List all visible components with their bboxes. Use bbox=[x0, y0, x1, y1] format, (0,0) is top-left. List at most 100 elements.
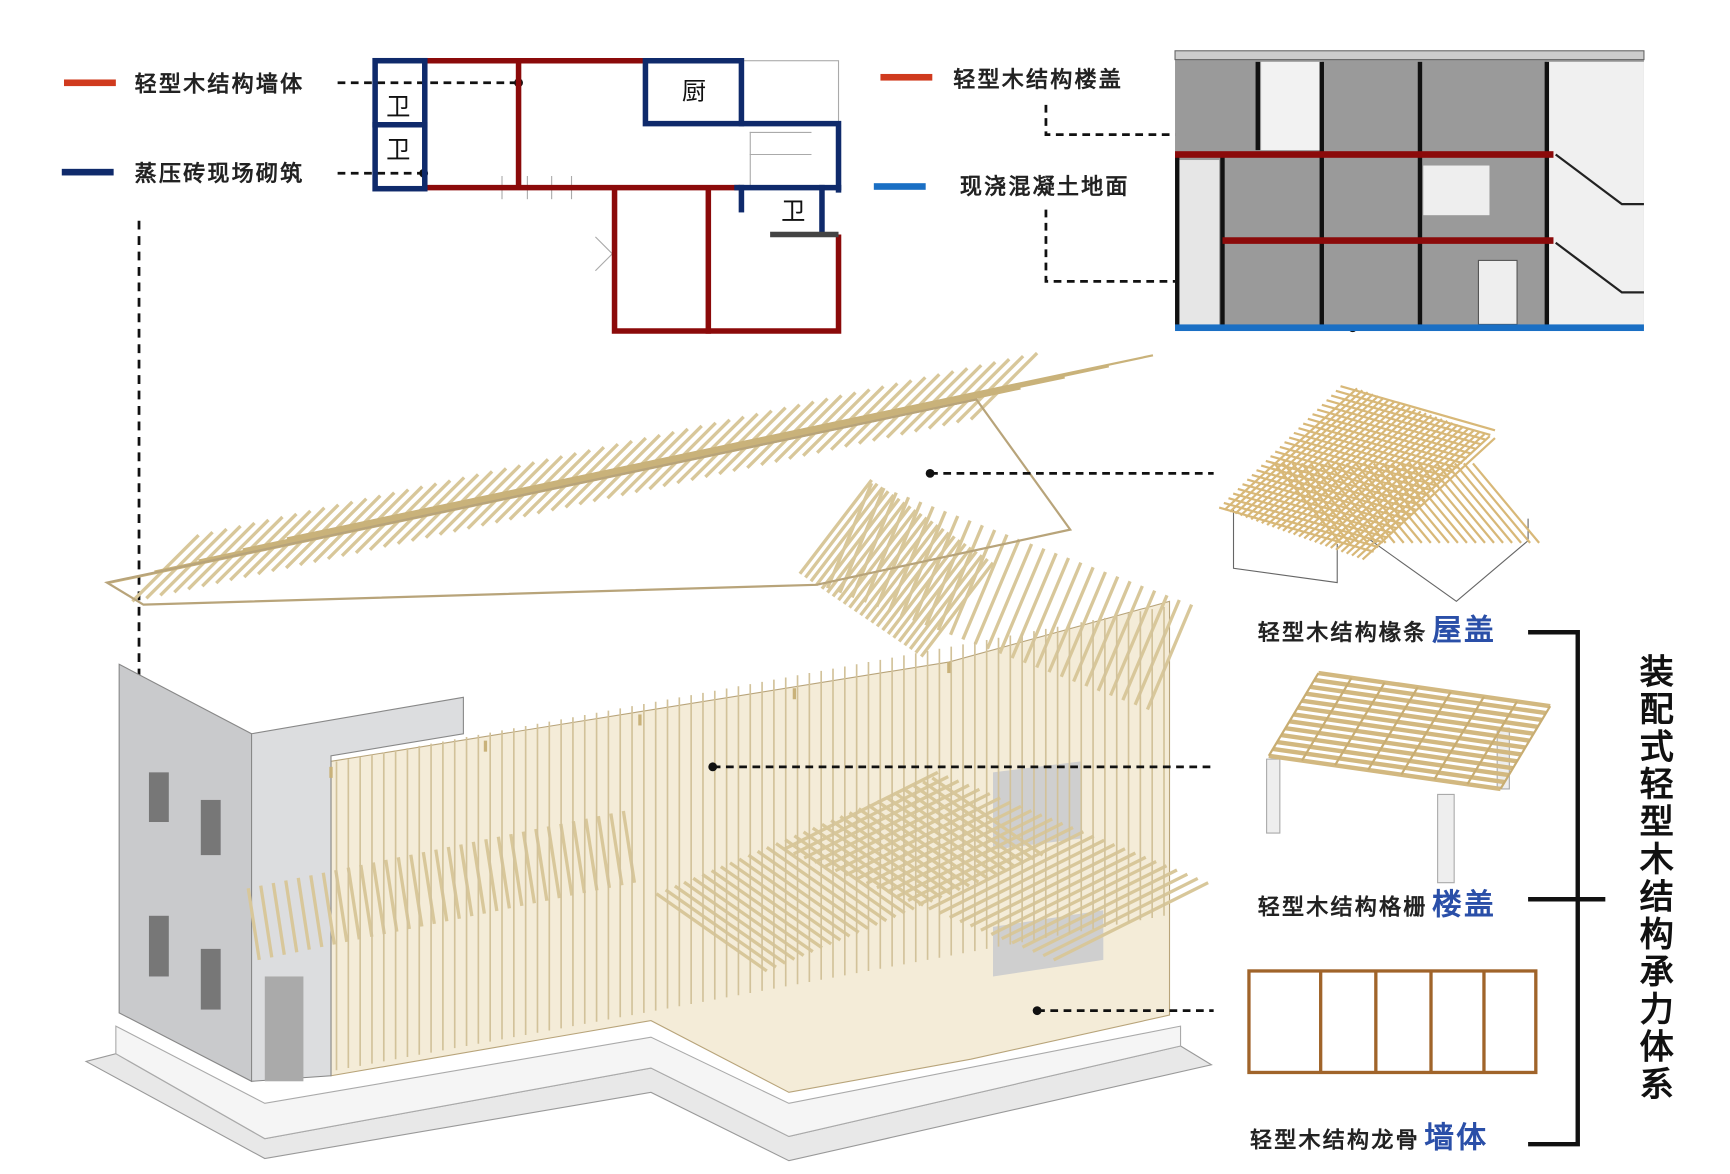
section-stair bbox=[1546, 61, 1644, 327]
room-label-bathroom: 卫 bbox=[781, 197, 805, 226]
porch-rafter bbox=[701, 873, 814, 954]
porch-rafter bbox=[246, 887, 261, 961]
porch-rafter bbox=[284, 880, 299, 953]
label-prefix: 轻型木结构龙骨 bbox=[1250, 1127, 1420, 1153]
system-title: 装配式轻型木结构承力体系 bbox=[1633, 653, 1674, 1103]
porch-rafter bbox=[756, 849, 869, 930]
plan-brick-walls bbox=[372, 57, 842, 237]
porch-rafter bbox=[359, 864, 374, 938]
brick-wall-side bbox=[118, 663, 253, 1083]
gable-rafter bbox=[1010, 552, 1058, 659]
gable-rafter bbox=[875, 501, 923, 608]
porch-rafter bbox=[710, 869, 823, 950]
floor-plan: 卫 卫 厨 卫 bbox=[372, 57, 842, 334]
label-prefix: 轻型木结构格栅 bbox=[1258, 895, 1428, 921]
thumb-rafter bbox=[1354, 462, 1423, 544]
thumb-rafter bbox=[1417, 462, 1486, 544]
legend-label: 轻型木结构墙体 bbox=[135, 72, 305, 98]
thumb-rafter bbox=[1291, 462, 1360, 544]
gable-rafter bbox=[899, 510, 947, 617]
thumb-rafter bbox=[1345, 462, 1414, 544]
porch-rafter bbox=[346, 867, 361, 940]
gable-rafter bbox=[862, 496, 911, 603]
label-emphasis: 墙体 bbox=[1424, 1120, 1488, 1155]
thumb-rafter bbox=[1232, 492, 1388, 539]
porch-rafter bbox=[969, 847, 1126, 928]
gable-rafter bbox=[985, 543, 1034, 650]
wall-frame bbox=[1247, 969, 1538, 1075]
roof-rafter bbox=[159, 527, 228, 597]
porch-rafter bbox=[855, 800, 1012, 881]
thumb-joist bbox=[1268, 753, 1501, 792]
window bbox=[148, 772, 169, 823]
wall-component-model bbox=[1247, 969, 1538, 1075]
porch-rafter bbox=[664, 888, 777, 969]
thumb-rafter bbox=[1335, 427, 1470, 551]
roof-purlin bbox=[286, 354, 1154, 540]
porch-rafter bbox=[296, 877, 311, 950]
porch-rafter bbox=[1021, 868, 1178, 949]
gable-rafter bbox=[973, 538, 1021, 645]
thumb-joist bbox=[1499, 705, 1552, 790]
leader-dot bbox=[1032, 1006, 1042, 1016]
label-emphasis: 楼盖 bbox=[1432, 888, 1496, 923]
gable-rafter bbox=[809, 486, 884, 583]
gable-rafter bbox=[919, 561, 995, 658]
porch-rafter bbox=[571, 821, 587, 894]
porch-rafter bbox=[596, 815, 612, 889]
porch-rafter bbox=[446, 846, 461, 919]
thumb-rafter bbox=[1316, 408, 1472, 455]
porch-rafter bbox=[824, 787, 981, 869]
window bbox=[200, 948, 221, 1010]
porch-rafter bbox=[834, 792, 991, 873]
window bbox=[148, 915, 169, 977]
porch-rafter bbox=[496, 836, 512, 909]
thumb-joist bbox=[1367, 686, 1419, 771]
porch-rafter bbox=[673, 884, 787, 965]
porch-rafter bbox=[371, 862, 386, 935]
porch-rafter bbox=[907, 821, 1064, 902]
porch-rafter bbox=[559, 823, 574, 896]
porch-rafter bbox=[1000, 859, 1157, 941]
porch-rafter bbox=[959, 843, 1116, 924]
legend-label: 蒸压砖现场砌筑 bbox=[135, 161, 305, 187]
gable-rafter bbox=[838, 487, 886, 594]
thumb-joist bbox=[1309, 684, 1543, 723]
gable-rafter bbox=[1145, 604, 1194, 711]
thumb-rafter bbox=[1426, 462, 1495, 544]
legend-swatch-navy bbox=[61, 168, 114, 176]
gable-rafter bbox=[887, 505, 935, 613]
thumb-rafter bbox=[1245, 395, 1380, 519]
porch-rafter bbox=[938, 834, 1095, 915]
thumb-rafter bbox=[1399, 462, 1468, 544]
gable-rafter bbox=[825, 482, 874, 589]
roof-purlin bbox=[154, 387, 1021, 573]
gable-rafter bbox=[998, 547, 1046, 655]
thumb-joist bbox=[1305, 691, 1539, 730]
house-axonometric bbox=[84, 351, 1213, 1162]
thumb-rafter bbox=[1381, 462, 1450, 544]
porch-rafter bbox=[334, 869, 349, 943]
roof-component-model bbox=[1218, 385, 1540, 603]
thumb-rafter bbox=[1303, 416, 1438, 540]
porch-rafter bbox=[655, 892, 768, 973]
section-wood-floor bbox=[1175, 151, 1554, 158]
thumb-joist bbox=[1285, 726, 1518, 764]
main-roof-outline bbox=[104, 398, 1073, 606]
thumb-rafter bbox=[1435, 462, 1504, 544]
gable-rafter bbox=[1133, 599, 1181, 706]
component-label-wall: 轻型木结构龙骨墙体 bbox=[1250, 1120, 1488, 1155]
thumb-rafter bbox=[1408, 462, 1477, 544]
legend-swatch-red bbox=[63, 79, 116, 87]
label-prefix: 轻型木结构椽条 bbox=[1258, 620, 1428, 646]
thumb-rafter bbox=[1472, 462, 1540, 544]
thumb-joist bbox=[1280, 732, 1514, 771]
thumb-joist bbox=[1466, 700, 1519, 785]
legend-swatch-blue bbox=[873, 183, 926, 190]
plan-counter bbox=[770, 231, 839, 238]
thumb-rafter bbox=[1250, 397, 1385, 521]
